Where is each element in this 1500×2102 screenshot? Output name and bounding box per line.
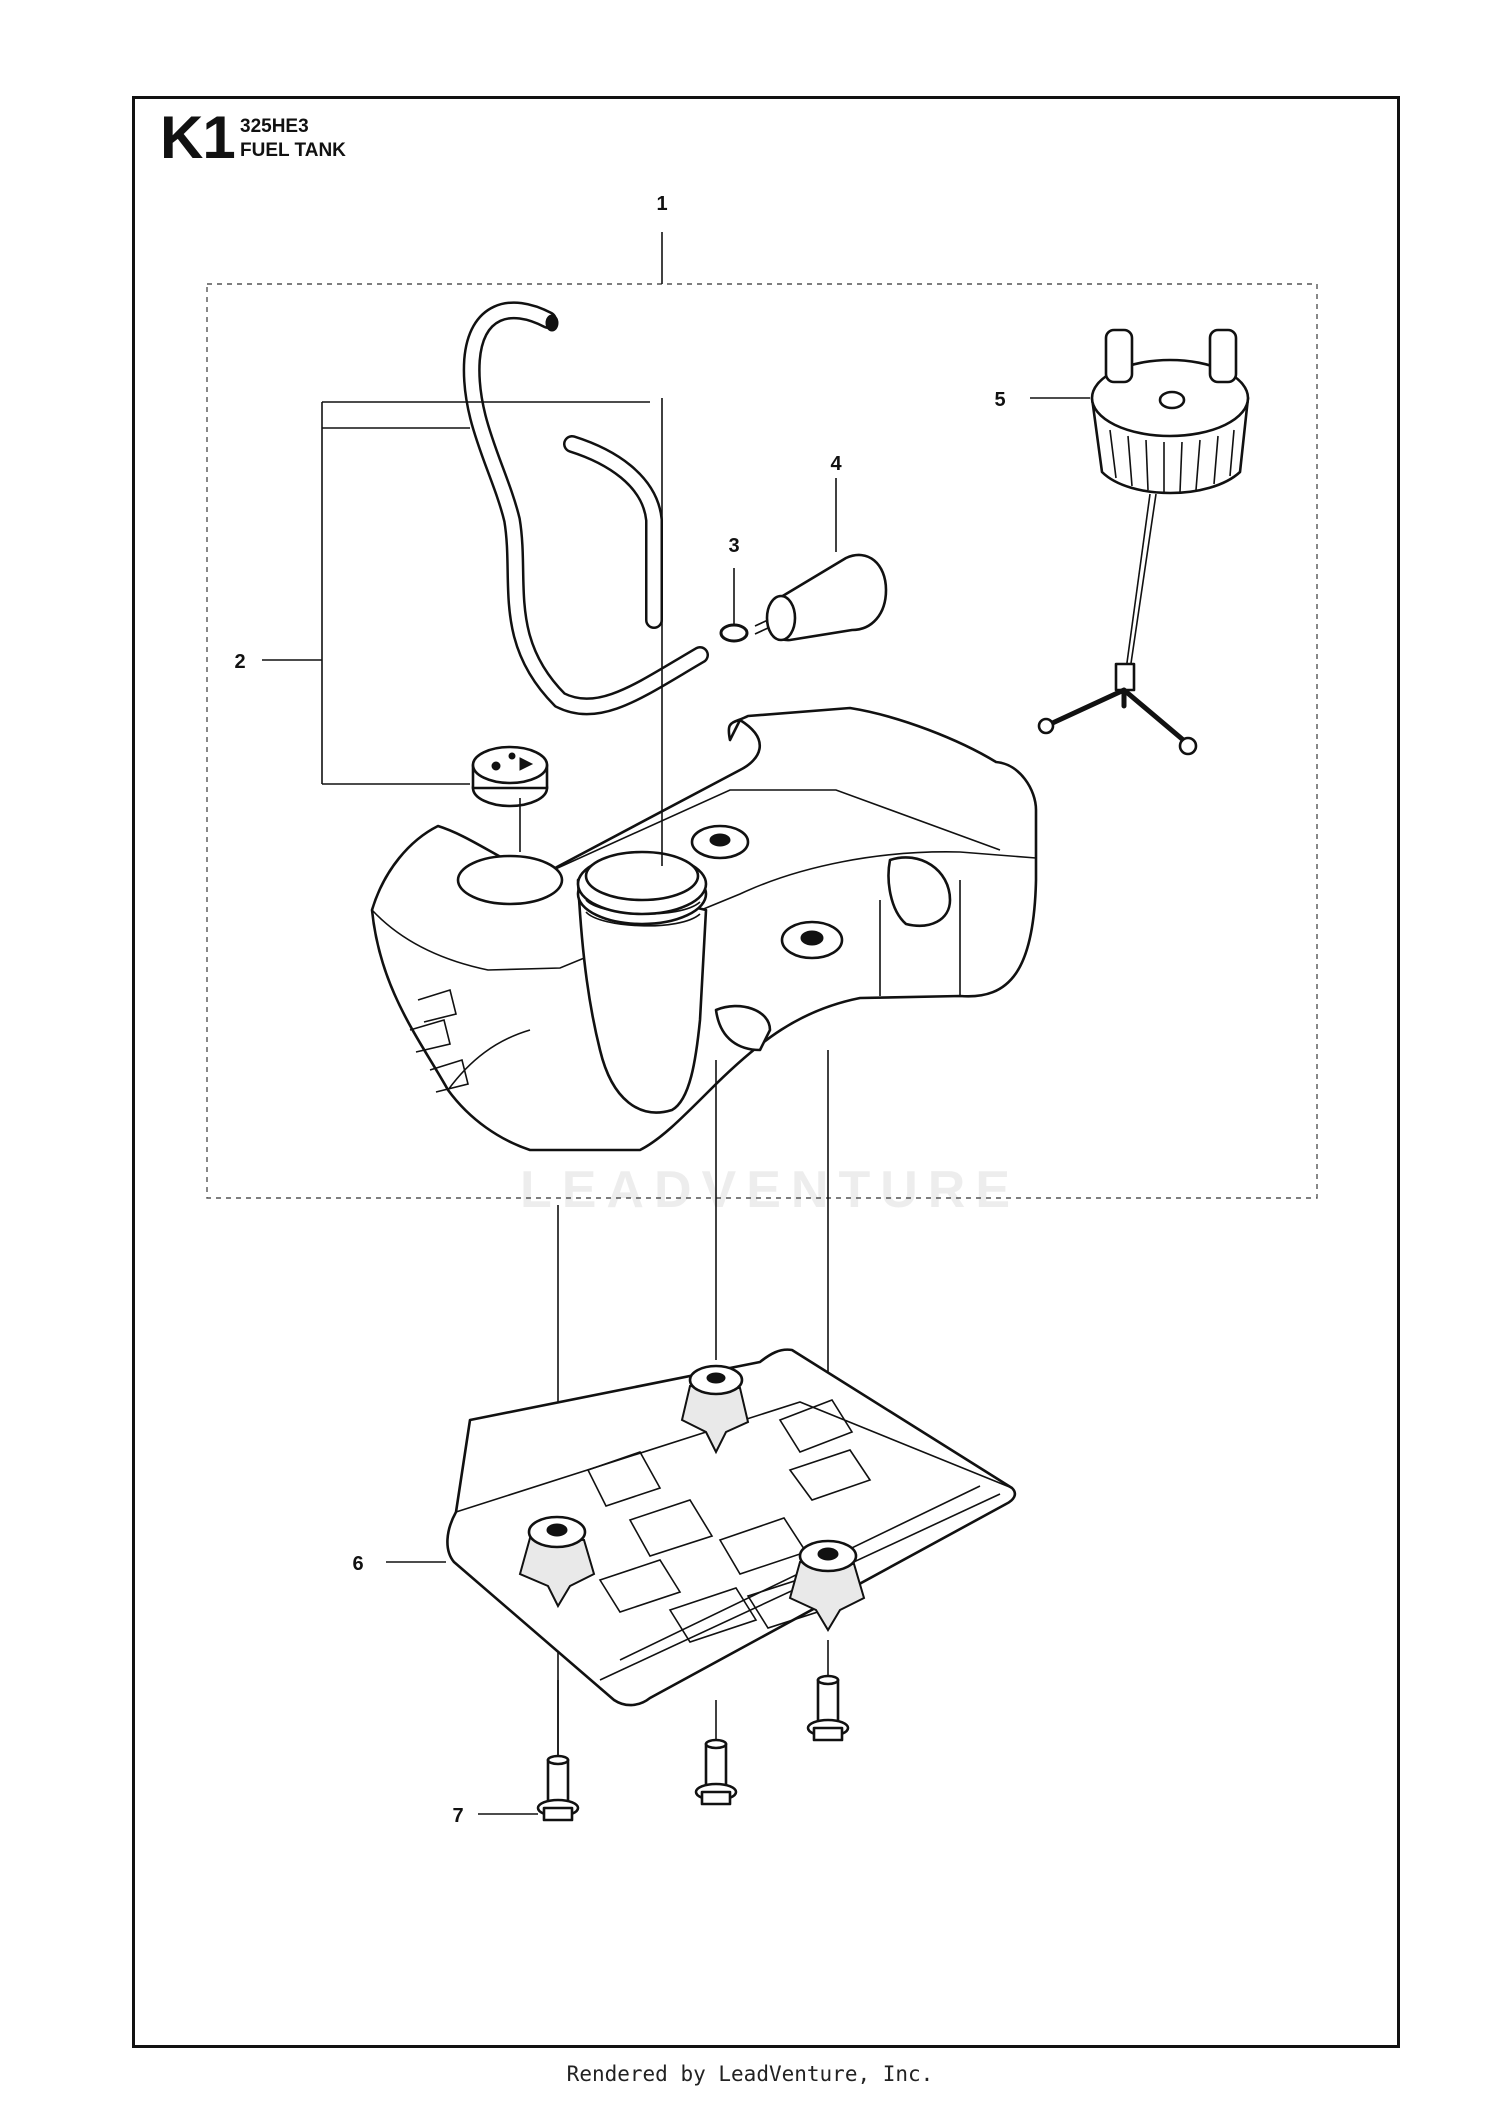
callout-number-2: 2 bbox=[234, 651, 245, 673]
callout-number-3: 3 bbox=[728, 535, 739, 557]
tank-bracket bbox=[386, 1348, 1017, 1707]
model-number: 325HE3 bbox=[240, 116, 309, 137]
fuel-hose-long bbox=[462, 301, 709, 716]
assembly-box bbox=[206, 283, 1318, 1199]
screw-right bbox=[806, 1674, 850, 1742]
fuel-filter bbox=[754, 478, 888, 642]
watermark: LEADVENTURE bbox=[519, 1161, 1021, 1219]
screws bbox=[478, 1640, 850, 1822]
screw-left bbox=[536, 1754, 580, 1822]
fuel-cap bbox=[1030, 328, 1250, 756]
grommet bbox=[471, 745, 549, 808]
drawing-frame bbox=[132, 96, 1400, 2048]
footer-credit: Rendered by LeadVenture, Inc. bbox=[566, 2062, 934, 2086]
callout-number-4: 4 bbox=[830, 453, 842, 475]
diagram-title: FUEL TANK bbox=[240, 140, 346, 161]
screw-middle bbox=[694, 1738, 738, 1806]
fuel-tank bbox=[370, 398, 1038, 1152]
callout-bracket-2 bbox=[262, 401, 650, 785]
hose-clip bbox=[719, 568, 749, 643]
callout-number-1: 1 bbox=[656, 193, 667, 215]
sheet-code: K1 bbox=[160, 104, 236, 171]
callout-number-7: 7 bbox=[452, 1805, 463, 1827]
callout-number-5: 5 bbox=[994, 389, 1005, 411]
callout-number-6: 6 bbox=[352, 1553, 363, 1575]
fuel-hose-short bbox=[563, 435, 663, 629]
